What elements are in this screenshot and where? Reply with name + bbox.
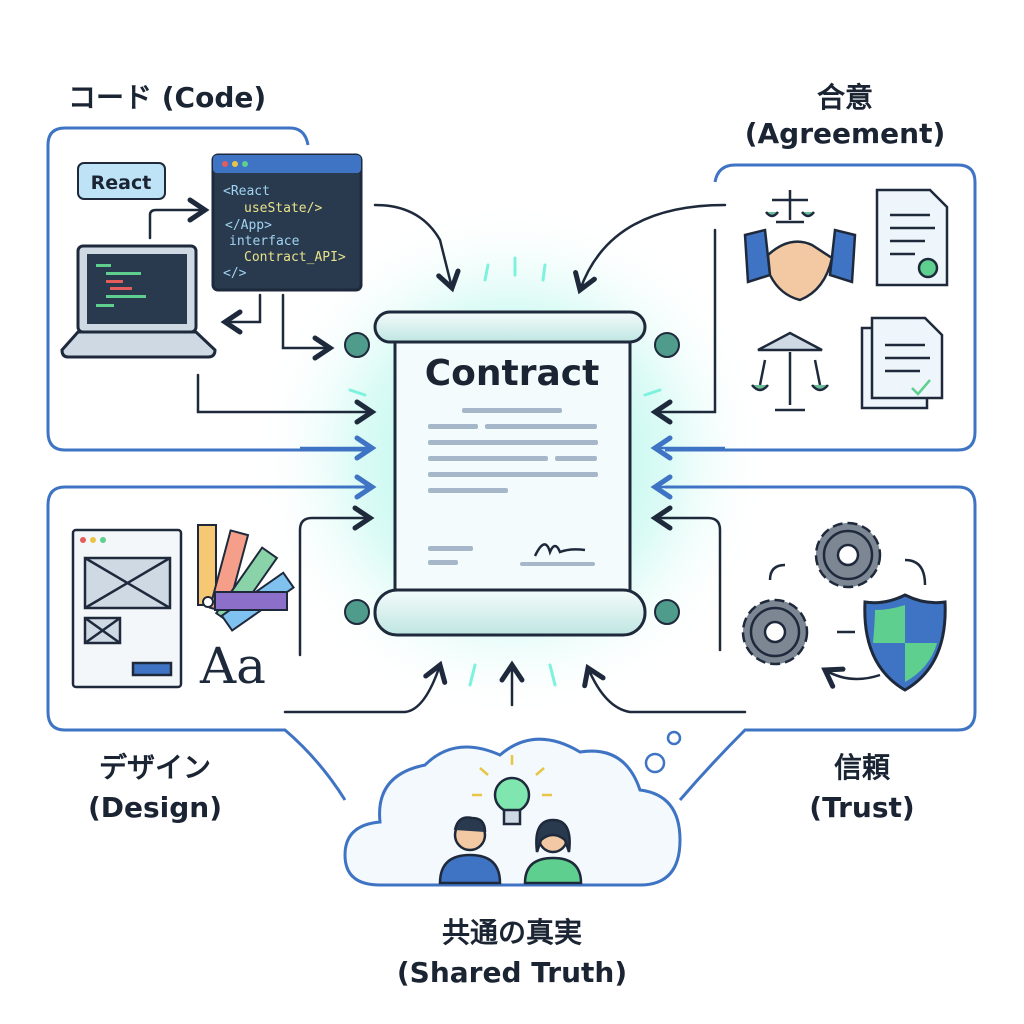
svg-text:</App>: </App> [225, 218, 272, 233]
shared-title-en: (Shared Truth) [397, 956, 627, 989]
agreement-title-ja: 合意 [817, 81, 873, 114]
lightbulb-icon [472, 755, 552, 826]
scroll-icon [344, 310, 680, 637]
documents-check-icon [860, 316, 944, 410]
scales-icon [765, 190, 815, 224]
svg-text:useState/>: useState/> [244, 201, 322, 216]
glow-rays [348, 256, 662, 687]
panel-borders [46, 126, 977, 801]
gears-icon [741, 521, 927, 679]
trust-title-en: (Trust) [809, 791, 914, 824]
shield-icon [863, 593, 947, 692]
wireframe-icon [71, 528, 183, 689]
svg-text:</>: </> [223, 266, 247, 281]
design-title-en: (Design) [88, 791, 222, 824]
laptop-icon [60, 244, 217, 359]
design-title-ja: デザイン [99, 751, 211, 784]
signature-icon [533, 543, 586, 557]
svg-text:React: React [91, 172, 152, 194]
trust-panel [665, 485, 977, 801]
people-icon [438, 816, 583, 885]
code-panel [46, 126, 370, 452]
code-title: コード (Code) [68, 81, 266, 114]
svg-text:Contract_API>: Contract_API> [244, 250, 346, 265]
certificate-icon [875, 188, 949, 287]
arrows [148, 197, 747, 714]
courthouse-icon [751, 331, 829, 412]
shared-title-ja: 共通の真実 [442, 916, 582, 949]
trust-title-ja: 信頼 [834, 751, 891, 784]
typeface-sample: Aa [199, 637, 266, 695]
color-palette-icon [197, 524, 295, 632]
handshake-icon [743, 228, 857, 302]
contract-title: Contract [425, 353, 600, 394]
svg-text:<React: <React [223, 184, 270, 199]
agreement-panel [665, 163, 977, 452]
code-window-icon: <React useState/> </App> interface Contr… [211, 153, 363, 292]
agreement-title-en: (Agreement) [745, 117, 946, 150]
svg-text:interface: interface [229, 234, 300, 249]
blue-arrows [300, 435, 725, 500]
design-panel [46, 485, 370, 801]
react-badge: React [77, 162, 166, 200]
